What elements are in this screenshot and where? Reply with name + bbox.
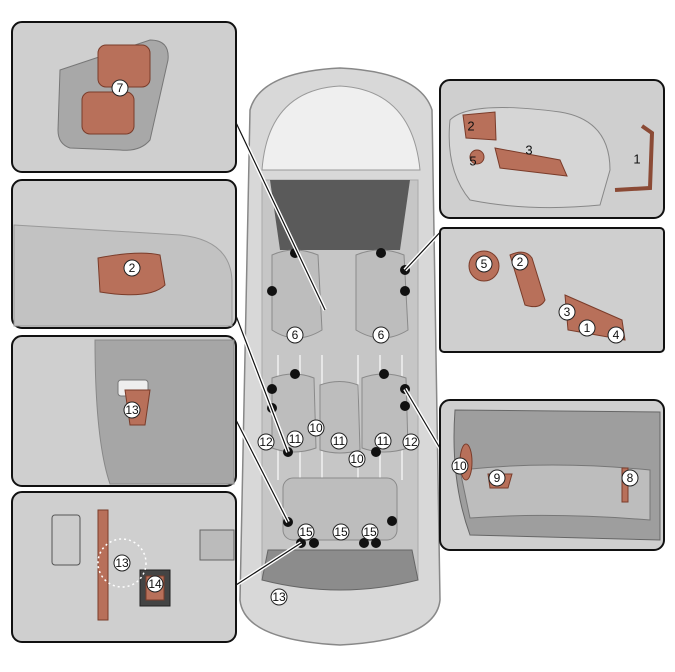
label-15-right: 15 bbox=[361, 523, 379, 541]
label-14: 14 bbox=[146, 575, 164, 593]
svg-text:12: 12 bbox=[404, 435, 418, 449]
label-5-manual: 5 bbox=[469, 154, 476, 169]
svg-text:11: 11 bbox=[377, 434, 390, 448]
label-13-cargo: 13 bbox=[270, 588, 288, 606]
svg-text:10: 10 bbox=[350, 452, 364, 466]
label-2-manual: 2 bbox=[467, 119, 474, 134]
knob-5-manual bbox=[469, 149, 485, 165]
second-row-left-seat bbox=[271, 373, 317, 453]
svg-text:13: 13 bbox=[125, 403, 139, 417]
panel-side-trim: 13 bbox=[11, 335, 237, 487]
label-2-power: 2 bbox=[511, 253, 529, 271]
bar-1-manual bbox=[614, 124, 655, 192]
panel-rear-switch: 7 bbox=[11, 21, 237, 173]
label-10-center: 10 bbox=[307, 419, 325, 437]
front-right-seat bbox=[355, 249, 409, 339]
svg-text:5: 5 bbox=[481, 257, 488, 271]
lever-3-manual bbox=[494, 147, 568, 177]
label-15-center: 15 bbox=[332, 523, 350, 541]
svg-text:8: 8 bbox=[627, 471, 634, 485]
label-3-power: 3 bbox=[558, 303, 576, 321]
svg-text:11: 11 bbox=[289, 432, 302, 446]
switch-lower bbox=[81, 91, 135, 135]
svg-text:6: 6 bbox=[378, 328, 385, 342]
label-front-right-6: 6 bbox=[372, 326, 390, 344]
second-row-center-seat bbox=[319, 381, 361, 454]
svg-text:6: 6 bbox=[292, 328, 299, 342]
svg-text:10: 10 bbox=[309, 421, 323, 435]
vehicle-labels: 6 6 12 11 10 11 10 11 12 15 15 15 13 bbox=[257, 326, 420, 606]
svg-text:13: 13 bbox=[272, 590, 286, 604]
label-2-panel2: 2 bbox=[123, 259, 141, 277]
label-10-right: 10 bbox=[348, 450, 366, 468]
vehicle-top-view bbox=[239, 67, 441, 646]
svg-text:2: 2 bbox=[129, 261, 136, 275]
strap-13-cargo bbox=[97, 509, 109, 621]
label-15-left: 15 bbox=[297, 523, 315, 541]
svg-text:15: 15 bbox=[334, 525, 348, 539]
svg-text:14: 14 bbox=[148, 577, 162, 591]
lever-2-manual bbox=[462, 111, 497, 141]
panel-cargo-area: 13 14 bbox=[11, 491, 237, 643]
panel-manual-seat: 2 3 5 1 bbox=[439, 79, 665, 219]
svg-text:12: 12 bbox=[259, 435, 273, 449]
label-11-center: 11 bbox=[330, 432, 348, 450]
svg-text:15: 15 bbox=[363, 525, 377, 539]
svg-text:11: 11 bbox=[333, 434, 346, 448]
svg-text:3: 3 bbox=[564, 305, 571, 319]
svg-text:2: 2 bbox=[517, 255, 524, 269]
label-11-left: 11 bbox=[286, 430, 304, 448]
front-left-seat bbox=[271, 249, 323, 339]
label-3-manual: 3 bbox=[525, 143, 532, 158]
svg-text:9: 9 bbox=[494, 471, 501, 485]
label-12-left: 12 bbox=[257, 433, 275, 451]
label-7: 7 bbox=[111, 79, 129, 97]
label-8: 8 bbox=[621, 469, 639, 487]
label-front-left-6: 6 bbox=[286, 326, 304, 344]
label-13-panel4: 13 bbox=[113, 554, 131, 572]
label-11-right: 11 bbox=[374, 432, 392, 450]
label-13-panel3: 13 bbox=[123, 401, 141, 419]
label-4-power: 4 bbox=[607, 326, 625, 344]
svg-text:1: 1 bbox=[584, 321, 591, 335]
label-10-panel7: 10 bbox=[451, 457, 469, 475]
svg-text:4: 4 bbox=[613, 328, 620, 342]
svg-text:10: 10 bbox=[453, 459, 467, 473]
svg-text:7: 7 bbox=[117, 81, 124, 95]
leader-lines bbox=[228, 109, 446, 587]
panel-third-row-seat: 10 9 8 bbox=[439, 399, 665, 551]
svg-text:13: 13 bbox=[115, 556, 129, 570]
label-9: 9 bbox=[488, 469, 506, 487]
label-1-manual: 1 bbox=[633, 152, 640, 167]
panel-power-seat: 5 2 3 1 4 bbox=[439, 227, 665, 353]
panel-second-row-lever: 2 bbox=[11, 179, 237, 329]
label-1-power: 1 bbox=[578, 319, 596, 337]
svg-text:15: 15 bbox=[299, 525, 313, 539]
label-5-power: 5 bbox=[475, 255, 493, 273]
label-12-right: 12 bbox=[402, 433, 420, 451]
